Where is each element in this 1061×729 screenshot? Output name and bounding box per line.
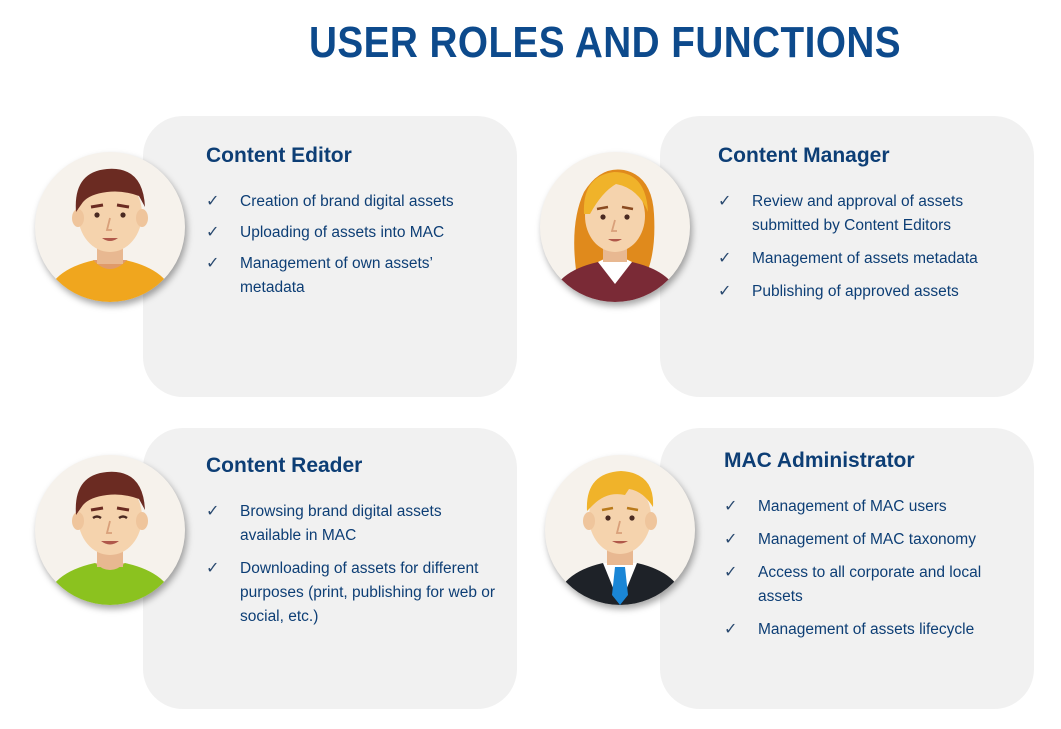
checkmark-icon: ✓ [206,255,220,272]
list-item: ✓Access to all corporate and local asset… [724,561,1008,609]
list-item: ✓Creation of brand digital assets [206,190,486,214]
role-title-content-reader: Content Reader [206,454,363,477]
checkmark-icon: ✓ [206,560,220,577]
role-card-mac-administrator [660,428,1034,709]
page-title: USER ROLES AND FUNCTIONS [308,18,902,67]
male-avatar-suit-icon [545,455,695,605]
role-items-content-reader: ✓Browsing brand digital assets available… [206,500,495,629]
checkmark-icon: ✓ [724,621,738,638]
checkmark-icon: ✓ [206,503,220,520]
list-item: ✓Browsing brand digital assets available… [206,500,470,548]
checkmark-icon: ✓ [724,564,738,581]
role-title-content-manager: Content Manager [718,144,890,167]
role-title-content-editor: Content Editor [206,144,352,167]
checkmark-icon: ✓ [718,283,732,300]
list-item: ✓Management of own assets’ metadata [206,252,455,300]
role-items-content-editor: ✓Creation of brand digital assets ✓Uploa… [206,190,486,300]
checkmark-icon: ✓ [206,224,220,241]
list-item: ✓Management of assets lifecycle [724,618,1014,642]
checkmark-icon: ✓ [718,193,732,210]
checkmark-icon: ✓ [718,250,732,267]
role-card-content-manager [660,116,1034,397]
list-item: ✓Downloading of assets for different pur… [206,557,500,629]
checkmark-icon: ✓ [724,531,738,548]
checkmark-icon: ✓ [724,498,738,515]
male-avatar-green-shirt-icon [35,455,185,605]
list-item: ✓Review and approval of assets submitted… [718,190,992,238]
role-items-mac-administrator: ✓Management of MAC users ✓Management of … [724,495,1014,642]
female-avatar-icon [540,152,690,302]
role-title-mac-administrator: MAC Administrator [724,449,915,472]
list-item: ✓Uploading of assets into MAC [206,221,486,245]
role-items-content-manager: ✓Review and approval of assets submitted… [718,190,1008,304]
male-avatar-orange-shirt-icon [35,152,185,302]
list-item: ✓Management of MAC taxonomy [724,528,1014,552]
role-card-content-reader [143,428,517,709]
role-card-content-editor [143,116,517,397]
list-item: ✓Publishing of approved assets [718,280,1008,304]
list-item: ✓Management of assets metadata [718,247,1008,271]
checkmark-icon: ✓ [206,193,220,210]
list-item: ✓Management of MAC users [724,495,1014,519]
